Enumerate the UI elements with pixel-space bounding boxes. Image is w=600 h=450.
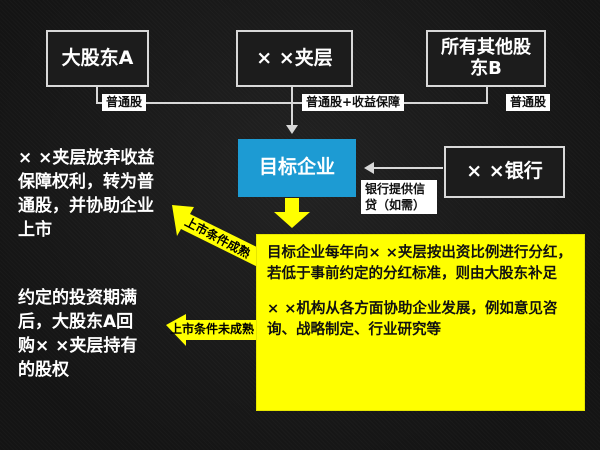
mezzanine-box: × ×夹层 [236, 30, 353, 87]
shareholder-a-label: 大股东A [61, 46, 134, 69]
dividend-paragraph: 目标企业每年向× ×夹层按出资比例进行分红，若低于事前约定的分红标准，则由大股东… [267, 245, 572, 282]
yellow-down-arrow [274, 198, 310, 228]
other-shareholders-b-label: 所有其他股东B [441, 36, 531, 79]
yellow-arrow-upper [172, 205, 277, 272]
bank-box: × ×银行 [444, 146, 565, 198]
bank-credit-line2: 贷（如需） [365, 198, 426, 212]
ordinary-share-label-a: 普通股 [102, 94, 147, 111]
lower-arrow-label: 上市条件未成熟 [170, 322, 262, 336]
note-not-listed-text: 约定的投资期满后，大股东A回购× ×夹层持有的股权 [18, 288, 138, 380]
arrowhead-bank-to-target [364, 162, 374, 174]
note-listed-text: × ×夹层放弃收益保障权利，转为普通股，并协助企业上市 [18, 148, 155, 240]
target-company-label: 目标企业 [258, 156, 335, 179]
other-shareholders-b-box: 所有其他股东B [426, 30, 546, 87]
mezzanine-label: × ×夹层 [256, 46, 333, 69]
lower-arrow-label-text: 上市条件未成熟 [170, 322, 255, 336]
note-not-listed: 约定的投资期满后，大股东A回购× ×夹层持有的股权 [18, 286, 146, 382]
shareholder-a-box: 大股东A [46, 30, 149, 87]
target-company-box: 目标企业 [238, 139, 356, 197]
yellow-arrow-lower [166, 314, 262, 346]
ordinary-share-label-b: 普通股 [506, 94, 551, 111]
bank-credit-label: 银行提供信 贷（如需） [361, 180, 437, 214]
ordinary-share-plus-label: 普通股+收益保障 [302, 94, 405, 111]
dividend-explanation-box: 目标企业每年向× ×夹层按出资比例进行分红，若低于事前约定的分红标准，则由大股东… [257, 235, 584, 410]
bank-credit-line1: 银行提供信 [365, 182, 426, 196]
note-listed: × ×夹层放弃收益保障权利，转为普通股，并协助企业上市 [18, 146, 160, 242]
arrowhead-to-target [286, 125, 298, 134]
support-paragraph: × ×机构从各方面协助企业发展，例如意见咨询、战略制定、行业研究等 [267, 301, 558, 338]
bank-label: × ×银行 [466, 160, 543, 183]
